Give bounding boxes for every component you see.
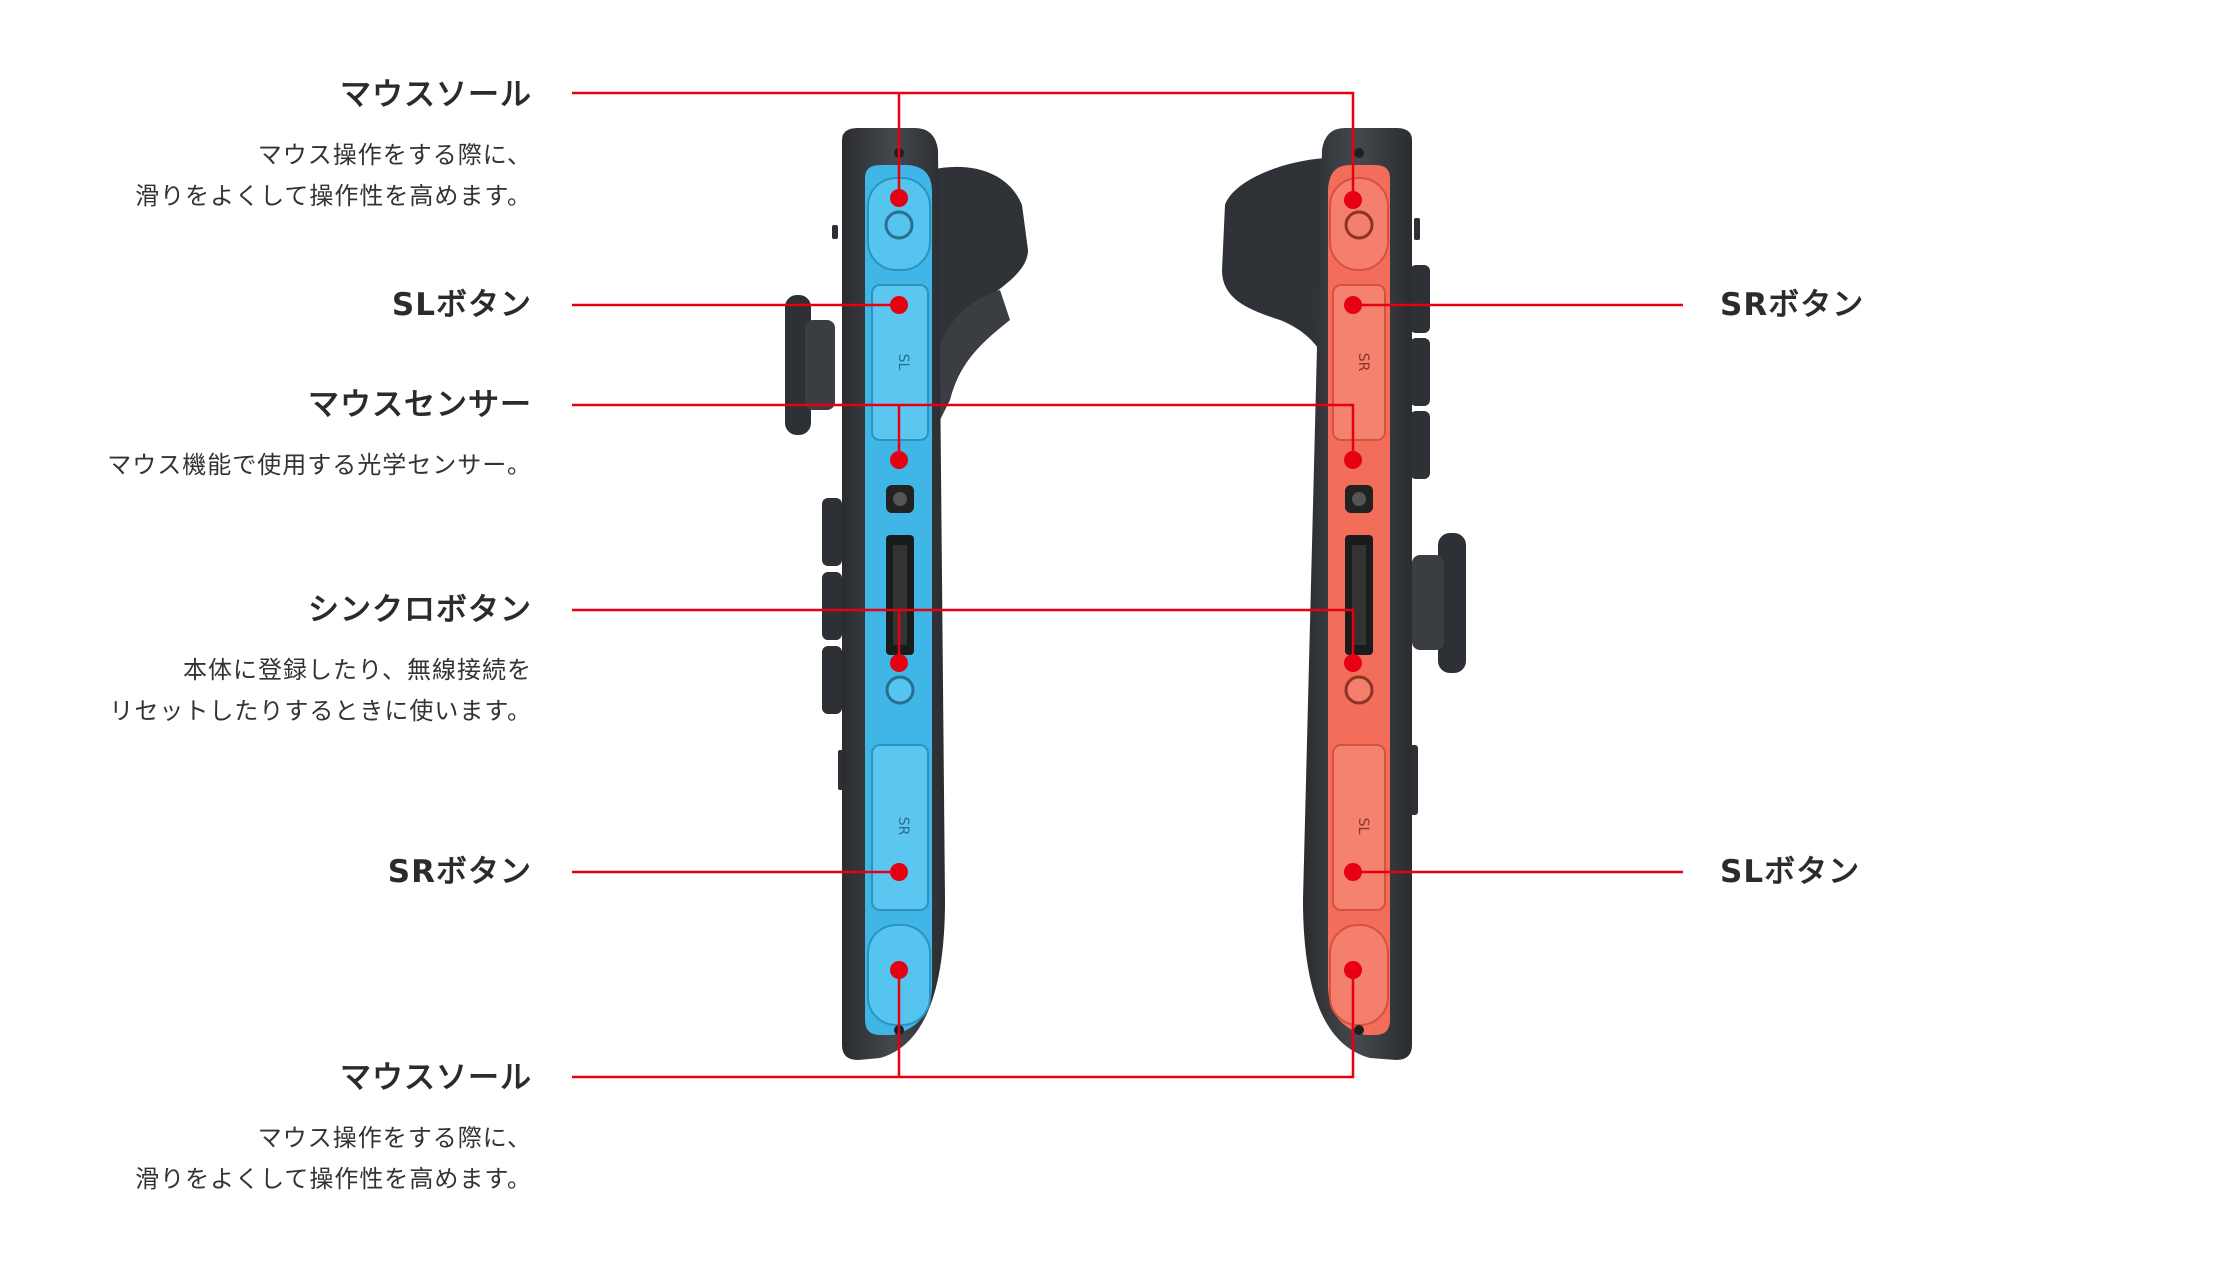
desc-line: 滑りをよくして操作性を高めます。 (135, 1165, 532, 1193)
callout-dots (890, 189, 1362, 979)
label-mouse-sole-bottom: マウスソール マウス操作をする際に、 滑りをよくして操作性を高めます。 (135, 1058, 532, 1200)
label-title: マウスセンサー (308, 387, 532, 423)
desc-line: 本体に登録したり、無線接続を (182, 656, 532, 684)
label-sync-button: シンクロボタン 本体に登録したり、無線接続を リセットしたりするときに使います。 (109, 590, 532, 732)
right-stick-cap (1438, 533, 1466, 673)
left-sr-button (871, 744, 929, 911)
label-description: マウス操作をする際に、 滑りをよくして操作性を高めます。 (135, 1118, 532, 1200)
label-sr-button-right: SRボタン (1720, 285, 1864, 325)
desc-line: マウス操作をする際に、 (257, 141, 532, 169)
label-description: 本体に登録したり、無線接続を リセットしたりするときに使います。 (109, 650, 532, 732)
dot-left-sl (890, 296, 908, 314)
right-sr-text: SR (1355, 353, 1371, 372)
label-title: SLボタン (391, 287, 532, 323)
left-sl-text: SL (895, 354, 911, 371)
dot-right-sr (1344, 296, 1362, 314)
desc-line: マウス機能で使用する光学センサー。 (107, 451, 532, 479)
desc-line: マウス操作をする際に、 (257, 1124, 532, 1152)
left-sync-button-icon (885, 675, 915, 705)
left-stick-cap (785, 295, 811, 435)
dot-right-sole-bottom (1344, 961, 1362, 979)
label-title: SLボタン (1720, 854, 1861, 890)
callout-lines (572, 91, 1683, 1079)
dot-left-sole-top (890, 189, 908, 207)
dot-left-sr (890, 863, 908, 881)
dot-right-sensor (1344, 451, 1362, 469)
label-description: マウス操作をする際に、 滑りをよくして操作性を高めます。 (135, 135, 532, 217)
callout-line-sync (572, 608, 1355, 663)
left-joycon-trigger (930, 166, 1028, 360)
dot-left-sync (890, 654, 908, 672)
label-sl-button-right: SLボタン (1720, 852, 1860, 892)
label-title: SRボタン (1720, 287, 1865, 323)
right-sync-button-icon (1344, 675, 1374, 705)
left-joycon: SL SR (785, 128, 1028, 1060)
label-description: マウス機能で使用する光学センサー。 (107, 445, 532, 486)
label-title: シンクロボタン (308, 592, 532, 628)
right-joycon: SR SL (1222, 128, 1466, 1060)
desc-line: リセットしたりするときに使います。 (109, 697, 532, 725)
label-title: マウスソール (340, 77, 532, 113)
dot-right-sl (1344, 863, 1362, 881)
dot-right-sole-top (1344, 191, 1362, 209)
label-mouse-sensor: マウスセンサー マウス機能で使用する光学センサー。 (107, 385, 532, 486)
label-title: マウスソール (340, 1060, 532, 1096)
dot-right-sync (1344, 654, 1362, 672)
callout-line-mouse-sole-bottom (572, 970, 1355, 1079)
dot-left-sensor (890, 451, 908, 469)
callout-line-mouse-sensor (572, 403, 1355, 460)
desc-line: 滑りをよくして操作性を高めます。 (135, 182, 532, 210)
callout-line-mouse-sole-top (572, 91, 1355, 200)
label-sr-button-left: SRボタン (388, 852, 532, 892)
label-title: SRボタン (387, 854, 532, 890)
label-sl-button-left: SLボタン (392, 285, 532, 325)
right-sole-top (1329, 177, 1389, 271)
left-sr-text: SR (895, 817, 911, 836)
dot-left-sole-bottom (890, 961, 908, 979)
right-sl-text: SL (1355, 818, 1371, 835)
right-sr-button (1332, 284, 1386, 441)
label-mouse-sole-top: マウスソール マウス操作をする際に、 滑りをよくして操作性を高めます。 (135, 75, 532, 217)
